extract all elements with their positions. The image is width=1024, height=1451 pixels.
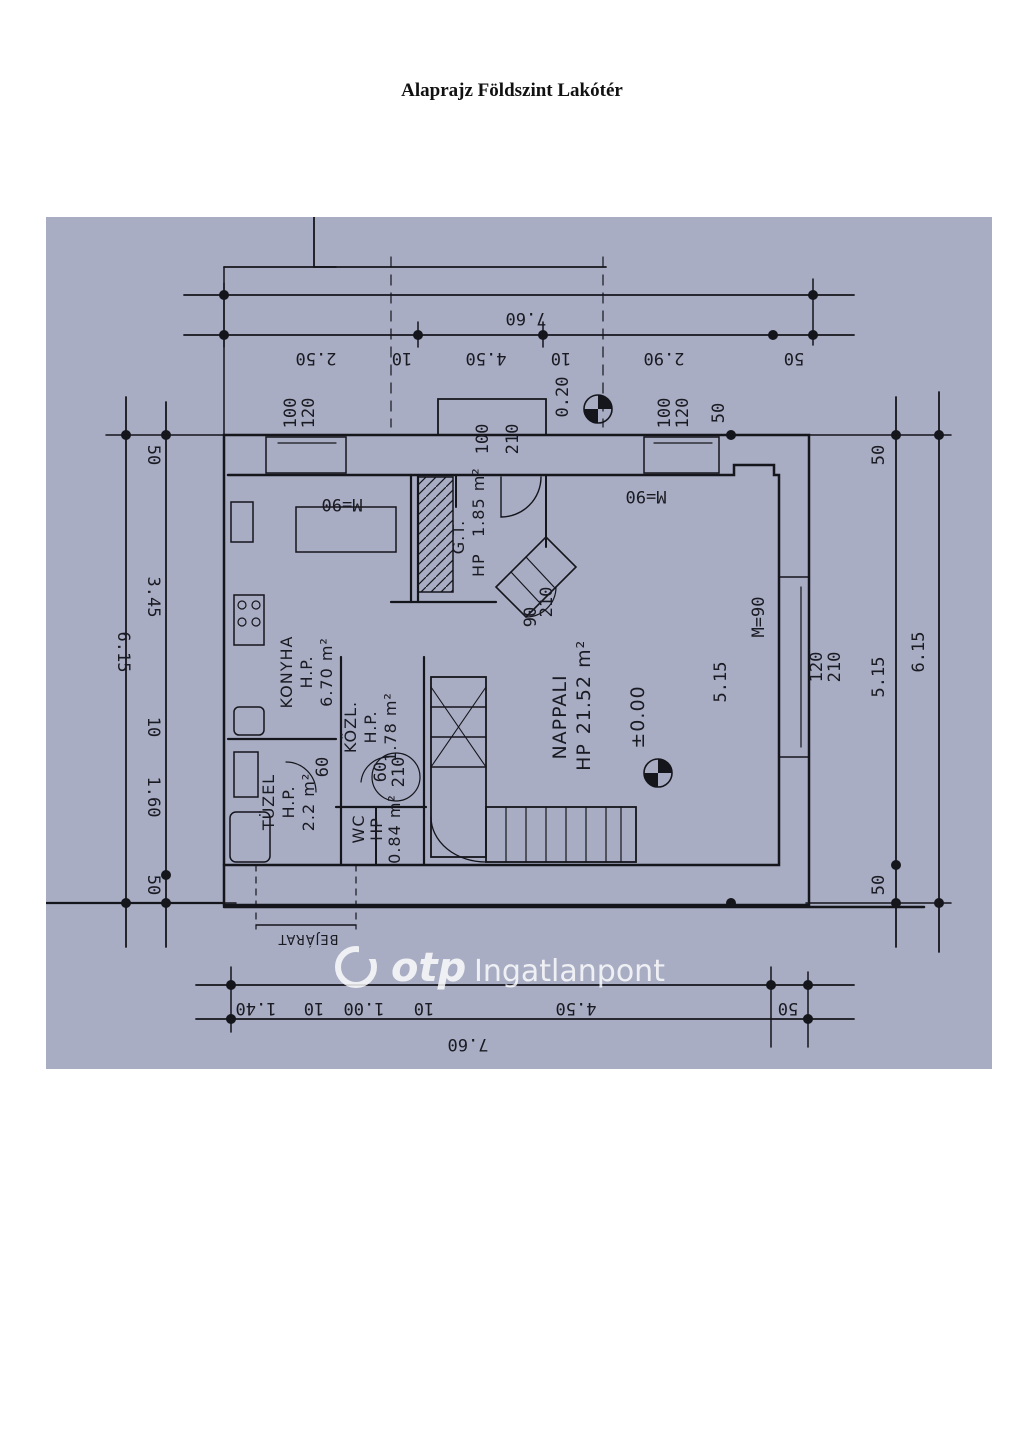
dim-top-2: 10 bbox=[392, 348, 412, 368]
dim-window-right-2: 210 bbox=[825, 652, 845, 683]
dim-bottom-1: 1.40 bbox=[236, 998, 277, 1018]
room-hall-name: KÖZL. bbox=[341, 701, 360, 753]
watermark: otp Ingatlanpont bbox=[335, 945, 665, 991]
dim-ceiling: 0.20 bbox=[553, 377, 573, 418]
dim-wc-door: 60 bbox=[371, 762, 391, 782]
dim-right-2: 5.15 bbox=[869, 657, 889, 698]
paper-background bbox=[46, 217, 992, 1069]
dim-top-1: 2.50 bbox=[296, 348, 337, 368]
page-title: Alaprajz Földszint Lakótér bbox=[401, 80, 623, 101]
room-living-floor: HP bbox=[573, 743, 595, 771]
watermark-brand: otp bbox=[391, 945, 466, 991]
dim-bottom-5: 4.50 bbox=[556, 998, 597, 1018]
dim-bath-door: 60 bbox=[313, 757, 333, 777]
dim-top-4: 10 bbox=[551, 348, 571, 368]
dim-top-3: 4.50 bbox=[466, 348, 507, 368]
level-label: ±0.00 bbox=[627, 685, 649, 748]
floor-plan: 7.60 2.50 10 4.50 10 2.90 50 100 120 100… bbox=[46, 217, 992, 1069]
otp-logo-icon bbox=[335, 945, 383, 988]
dim-window-2: 120 bbox=[299, 398, 319, 429]
room-kitchen-floor: H.P. bbox=[297, 655, 316, 688]
dim-left-outer: 6.15 bbox=[113, 632, 133, 673]
room-living-area: 21.52 m² bbox=[573, 640, 595, 735]
dim-left-4: 1.60 bbox=[143, 777, 163, 818]
dim-storage-w: 100 bbox=[473, 424, 493, 455]
dim-right-1: 50 bbox=[869, 445, 889, 465]
dim-door-living: 90 bbox=[521, 607, 541, 627]
dim-window-3: 100 bbox=[655, 398, 675, 429]
room-wc-floor: HP bbox=[367, 817, 386, 841]
entrance-label: BEJÁRAT bbox=[278, 931, 339, 947]
room-boiler-name: TÜZEL bbox=[259, 774, 278, 831]
dim-top-5: 2.90 bbox=[644, 348, 685, 368]
room-kitchen-name: KONYHA bbox=[277, 636, 296, 709]
room-living-name: NAPPALI bbox=[549, 674, 571, 759]
dim-bottom-outer: 7.60 bbox=[448, 1034, 489, 1054]
room-storage-name: G.T. bbox=[449, 520, 468, 554]
room-kitchen-area: 6.70 m² bbox=[317, 637, 336, 707]
dim-left-5: 50 bbox=[143, 875, 163, 895]
dim-right-outer: 6.15 bbox=[909, 632, 929, 673]
dim-wc-door-2: 210 bbox=[389, 757, 409, 788]
dim-door-living-2: 210 bbox=[537, 587, 557, 618]
dim-top-outer: 7.60 bbox=[506, 308, 547, 328]
dim-top-6: 50 bbox=[784, 348, 804, 368]
dim-window-right-1: 120 bbox=[807, 652, 827, 683]
room-hall-floor: H.P. bbox=[361, 710, 380, 743]
dim-interior: 5.15 bbox=[711, 662, 731, 703]
room-storage-area: 1.85 m² bbox=[469, 467, 488, 537]
watermark-suffix: Ingatlanpont bbox=[474, 954, 665, 989]
dim-storage-h: 210 bbox=[503, 424, 523, 455]
dim-window-1: 100 bbox=[281, 398, 301, 429]
dim-window-4: 120 bbox=[673, 398, 693, 429]
room-wc-area: 0.84 m² bbox=[385, 794, 404, 864]
dim-left-3: 10 bbox=[143, 717, 163, 737]
dim-left-2: 3.45 bbox=[143, 577, 163, 618]
floor-plan-drawing: 7.60 2.50 10 4.50 10 2.90 50 100 120 100… bbox=[46, 217, 992, 1069]
dim-bottom-3: 1.00 bbox=[344, 998, 385, 1018]
room-hall-area: 1.78 m² bbox=[381, 692, 400, 762]
dim-sill-right: M=90 bbox=[749, 597, 769, 638]
dim-sill-living: M=90 bbox=[626, 486, 667, 506]
dim-left-1: 50 bbox=[143, 445, 163, 465]
room-boiler-area: 2.2 m² bbox=[299, 773, 318, 832]
dim-bottom-2: 10 bbox=[304, 998, 324, 1018]
dim-sill-kitchen: M=90 bbox=[322, 494, 363, 514]
dim-bottom-4: 10 bbox=[414, 998, 434, 1018]
room-storage-floor: HP bbox=[469, 553, 488, 577]
room-boiler-floor: H.P. bbox=[279, 785, 298, 818]
level-marker-icon bbox=[583, 394, 673, 788]
dim-bottom-6: 50 bbox=[778, 998, 798, 1018]
dim-window-5: 50 bbox=[709, 403, 729, 423]
dim-right-3: 50 bbox=[869, 875, 889, 895]
room-wc-name: WC bbox=[349, 815, 368, 844]
